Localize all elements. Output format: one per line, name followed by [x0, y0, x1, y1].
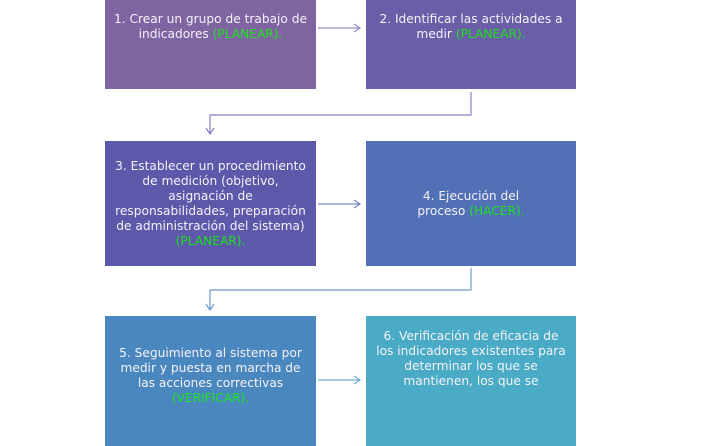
- step-2-phase: (PLANEAR).: [455, 27, 526, 41]
- arrow-3-to-4: [318, 199, 362, 209]
- step-1-text: 1. Crear un grupo de trabajo de indicado…: [114, 12, 307, 41]
- step-2-text: 2. Identificar las actividades a medir: [379, 12, 563, 41]
- step-3-text: 3. Establecer un procedimiento de medici…: [115, 158, 306, 233]
- connectors: [205, 23, 472, 385]
- step-4-phase: (HACER).: [469, 203, 525, 218]
- step-3-box: 3. Establecer un procedimiento de medici…: [105, 141, 316, 266]
- arrow-2-to-3: [205, 92, 472, 136]
- step-3-phase: (PLANEAR).: [175, 233, 246, 248]
- step-5-box: 5. Seguimiento al sistema por medir y pu…: [105, 316, 316, 446]
- step-5-text: 5. Seguimiento al sistema por medir y pu…: [119, 346, 302, 390]
- step-1-box: 1. Crear un grupo de trabajo de indicado…: [105, 0, 316, 89]
- step-4-box: 4. Ejecución del proceso (HACER).: [366, 141, 576, 266]
- step-6-text: 6. Verificación de eficacia de los indic…: [376, 329, 566, 388]
- arrow-5-to-6: [318, 375, 362, 385]
- step-4-text: 4. Ejecución del proceso: [417, 188, 520, 218]
- step-1-phase: (PLANEAR).: [212, 27, 283, 41]
- step-2-box: 2. Identificar las actividades a medir (…: [366, 0, 576, 89]
- step-6-box: 6. Verificación de eficacia de los indic…: [366, 316, 576, 446]
- arrow-1-to-2: [318, 23, 362, 33]
- arrow-4-to-5: [205, 268, 472, 312]
- step-5-phase: (VERIFICAR).: [171, 391, 250, 405]
